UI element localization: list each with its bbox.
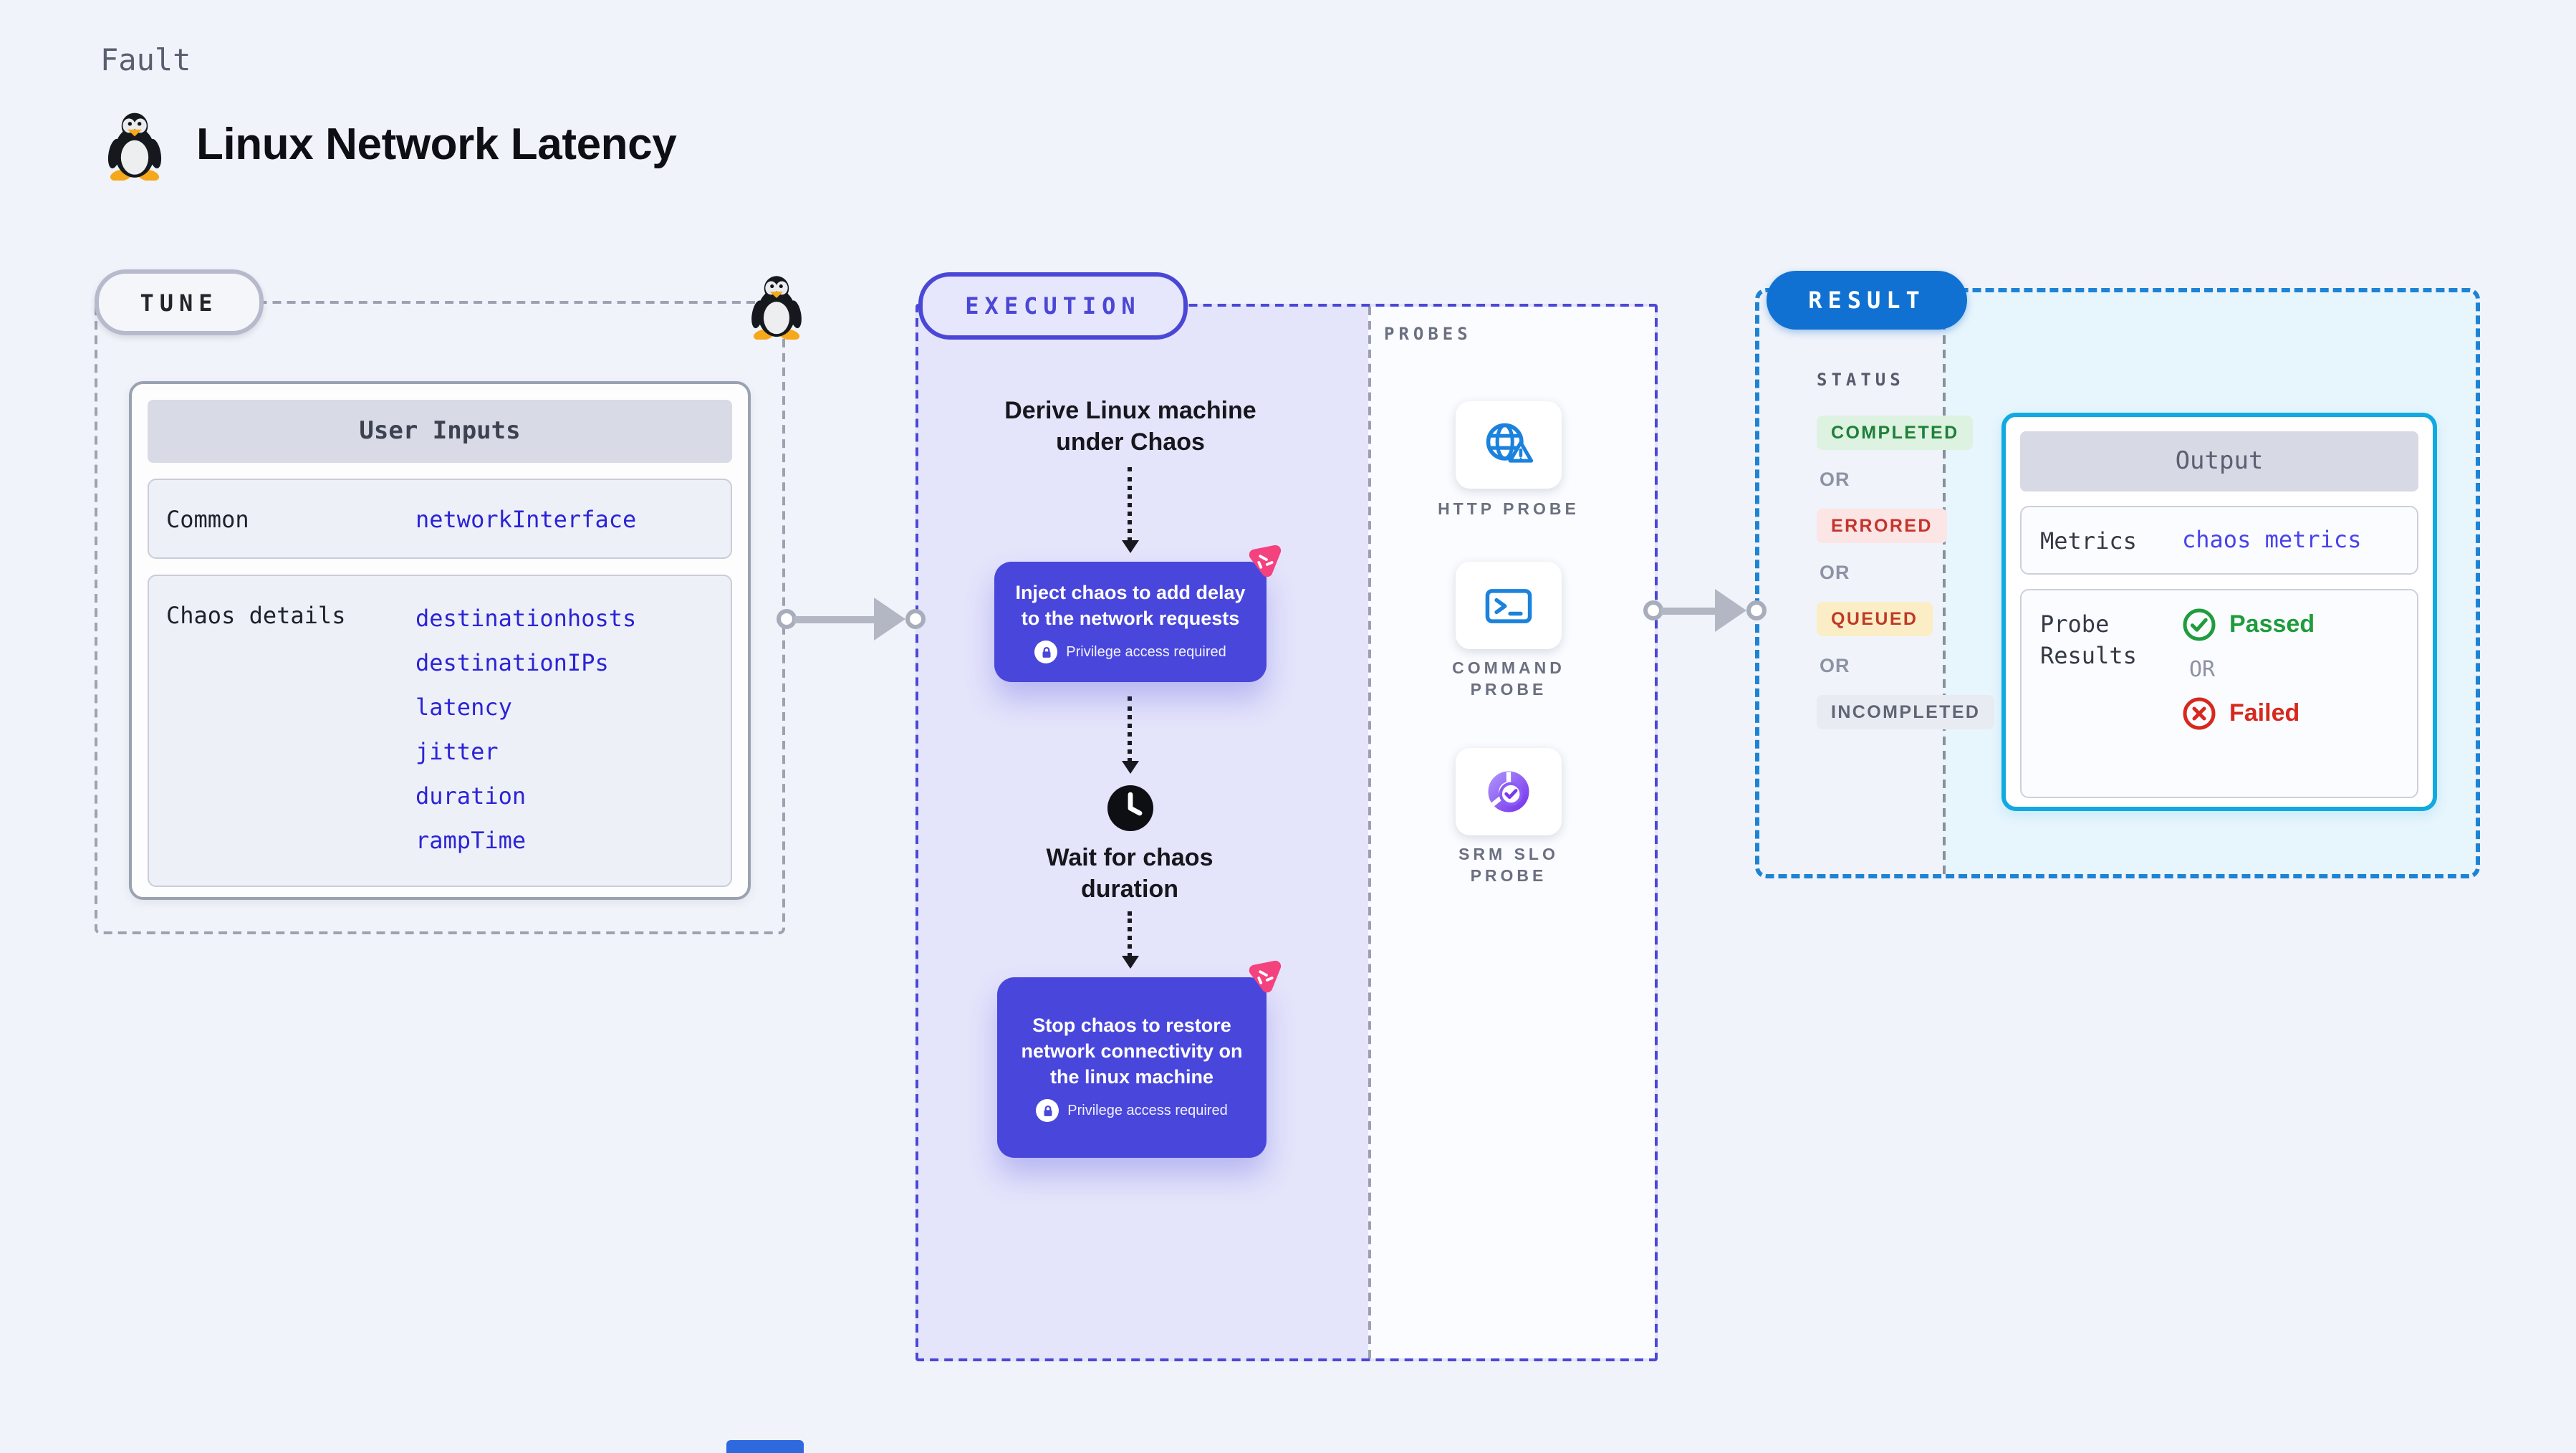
status-badge-errored: ERRORED (1817, 509, 1947, 543)
input-row-label: Chaos details (166, 602, 346, 629)
input-row-label: Common (166, 506, 249, 533)
status-badge-queued: QUEUED (1817, 602, 1933, 636)
execution-pill: EXECUTION (918, 272, 1188, 340)
input-value: latency (415, 694, 512, 721)
input-value: destinationIPs (415, 649, 609, 676)
user-inputs-card: User Inputs Common networkInterface Chao… (129, 381, 751, 900)
cropped-blue-element (726, 1440, 804, 1453)
status-badge-list: COMPLETED OR ERRORED OR QUEUED OR INCOMP… (1817, 416, 1995, 729)
metrics-label: Metrics (2040, 527, 2137, 555)
probe-results-label: Probe Results (2040, 610, 2137, 669)
privilege-note-label: Privilege access required (1067, 1103, 1228, 1118)
or-separator: OR (1820, 469, 1850, 490)
status-badge-completed: COMPLETED (1817, 416, 1974, 450)
flow-arrow-down-icon (1122, 911, 1139, 969)
status-heading: STATUS (1817, 370, 1905, 390)
passed-status: Passed (2182, 608, 2315, 642)
flow-arrow-down-icon (1122, 696, 1139, 774)
fault-kicker: Fault (100, 43, 191, 77)
inject-chaos-step: Inject chaos to add delay to the network… (994, 562, 1267, 682)
connector-line (1661, 607, 1718, 614)
failed-label: Failed (2229, 699, 2300, 726)
user-input-row-common: Common networkInterface (148, 479, 732, 559)
probes-heading: PROBES (1384, 324, 1472, 344)
connector-arrowhead (1715, 589, 1746, 632)
privilege-note: Privilege access required (1036, 1099, 1228, 1122)
page-title: Linux Network Latency (196, 119, 677, 169)
linux-tux-icon (105, 109, 165, 181)
input-value: networkInterface (415, 506, 637, 533)
x-circle-icon (2182, 696, 2216, 731)
lock-icon (1034, 641, 1058, 663)
input-value: rampTime (415, 827, 527, 854)
slo-donut-icon (1481, 766, 1536, 817)
output-card: Output Metrics chaos metrics Probe Resul… (2001, 413, 2437, 811)
input-value: destinationhosts (415, 605, 637, 632)
flow-arrow-down-icon (1122, 467, 1139, 553)
metrics-row: Metrics chaos metrics (2020, 506, 2418, 575)
globe-alert-icon (1481, 419, 1536, 471)
failed-status: Failed (2182, 696, 2315, 731)
srm-slo-probe-label: SRM SLO PROBE (1458, 847, 1559, 886)
connector-arrowhead (874, 598, 905, 641)
connector-line (794, 615, 877, 623)
probe-results-row: Probe Results Passed OR Failed (2020, 589, 2418, 798)
stop-chaos-step: Stop chaos to restore network connectivi… (997, 977, 1267, 1158)
privilege-note-label: Privilege access required (1066, 644, 1226, 660)
execution-to-result-arrow-icon (1643, 588, 1767, 633)
chaos-logo-icon (1245, 543, 1284, 580)
metrics-value: chaos metrics (2182, 526, 2362, 553)
derive-step-label: Derive Linux machine under Chaos (1004, 397, 1256, 456)
input-value: duration (415, 782, 527, 810)
wait-step-label: Wait for chaos duration (1046, 844, 1213, 903)
result-pill: RESULT (1767, 271, 1967, 330)
or-separator: OR (1820, 562, 1850, 583)
stop-step-label: Stop chaos to restore network connectivi… (1021, 1015, 1243, 1088)
chaos-logo-icon (1245, 959, 1284, 996)
command-probe-label: COMMAND PROBE (1452, 661, 1565, 699)
command-probe-card (1456, 562, 1562, 649)
user-input-row-chaos-details: Chaos details destinationhosts destinati… (148, 575, 732, 887)
tune-pill: TUNE (95, 269, 264, 335)
http-probe-card (1456, 401, 1562, 489)
srm-slo-probe-card (1456, 748, 1562, 835)
clock-icon (1105, 782, 1156, 834)
privilege-note: Privilege access required (1034, 641, 1226, 663)
connector-dot (905, 609, 926, 629)
chaos-details-values: destinationhosts destinationIPs latency … (415, 596, 636, 863)
probe-results-values: Passed OR Failed (2182, 608, 2315, 731)
http-probe-label: HTTP PROBE (1438, 502, 1580, 519)
or-separator: OR (1820, 655, 1850, 676)
status-badge-incompleted: INCOMPLETED (1817, 695, 1995, 729)
user-inputs-header: User Inputs (148, 400, 732, 463)
connector-dot (1746, 600, 1767, 620)
tune-to-execution-arrow-icon (777, 596, 926, 642)
input-value: jitter (415, 738, 499, 765)
output-header: Output (2020, 431, 2418, 491)
check-circle-icon (2182, 608, 2216, 642)
or-separator: OR (2189, 656, 2216, 682)
terminal-icon (1481, 580, 1536, 631)
inject-step-label: Inject chaos to add delay to the network… (1015, 582, 1246, 629)
tune-tux-icon (748, 272, 805, 340)
passed-label: Passed (2229, 610, 2315, 638)
lock-icon (1036, 1099, 1059, 1122)
